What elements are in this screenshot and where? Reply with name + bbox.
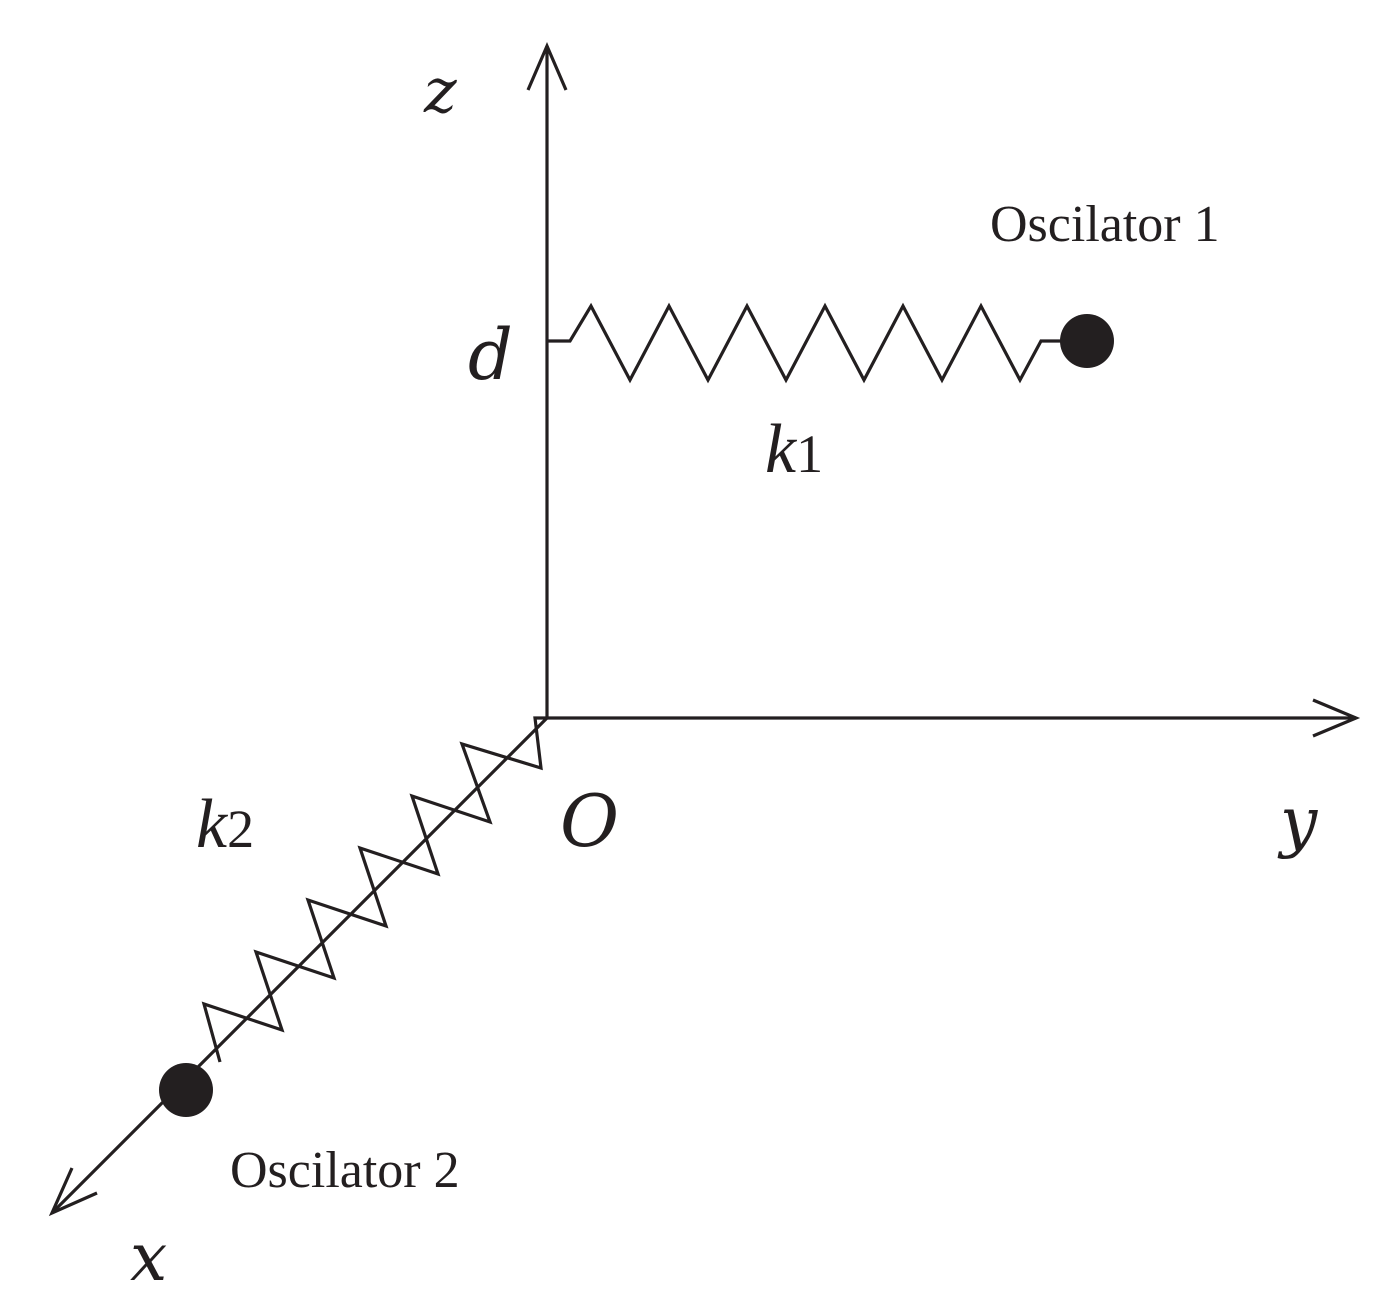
- x-axis-label: x: [130, 1219, 167, 1296]
- spring-k1: [547, 302, 1087, 384]
- oscillator-2-label: Oscilator 2: [230, 1142, 460, 1199]
- k1-subscript: 1: [796, 424, 823, 484]
- z-axis: [526, 41, 568, 718]
- z-axis-label: z: [423, 54, 457, 127]
- y-axis: [547, 698, 1361, 738]
- d-label: d: [468, 314, 513, 396]
- oscillator-1-mass: [1060, 314, 1114, 368]
- spring-k2: [201, 716, 547, 1063]
- k1-letter: k: [765, 411, 798, 488]
- k2-letter: k: [196, 786, 229, 863]
- oscillator-2-mass: [159, 1063, 213, 1117]
- k2-label: k2: [196, 786, 254, 863]
- k1-label: k1: [765, 411, 823, 488]
- oscillator-1-label: Oscilator 1: [990, 196, 1220, 253]
- origin-label: O: [560, 779, 619, 863]
- k2-subscript: 2: [227, 799, 254, 859]
- y-axis-label: y: [1277, 783, 1318, 860]
